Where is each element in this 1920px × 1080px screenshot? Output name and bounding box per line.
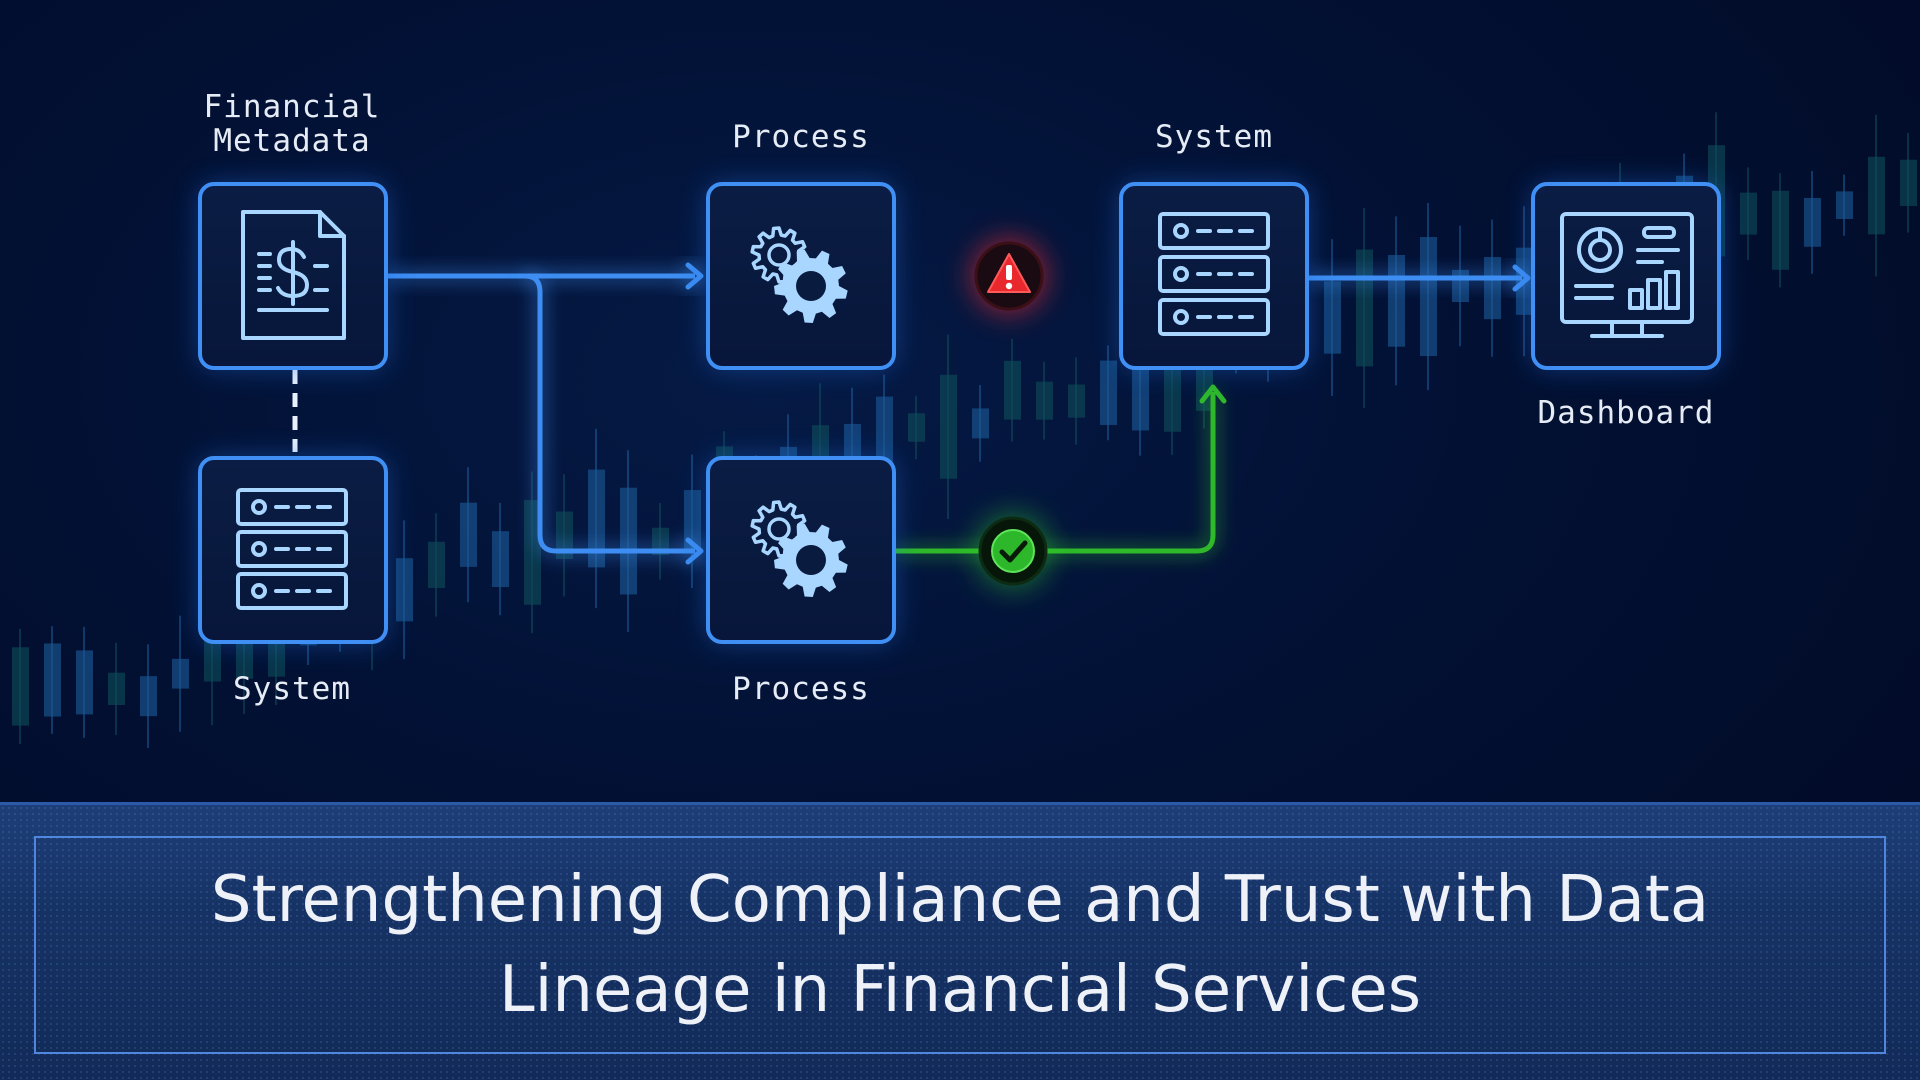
connector-metadata-to-process-bottom bbox=[524, 273, 704, 565]
candle-body bbox=[1804, 197, 1821, 247]
gears-icon bbox=[750, 500, 848, 597]
gears-icon bbox=[750, 226, 848, 323]
node-financial-metadata[interactable]: Financial Metadata bbox=[198, 89, 388, 370]
candle-body bbox=[1420, 237, 1437, 357]
candle-body bbox=[620, 487, 637, 595]
candle-body bbox=[652, 527, 669, 556]
title-frame: Strengthening Compliance and Trust with … bbox=[34, 836, 1886, 1054]
large-gear-hub bbox=[796, 545, 826, 575]
node-dashboard[interactable]: Dashboard bbox=[1531, 182, 1721, 431]
node-process-bottom[interactable]: Process bbox=[706, 456, 896, 707]
node-label-dashboard: Dashboard bbox=[1538, 395, 1715, 431]
warning-icon bbox=[987, 253, 1031, 293]
large-gear-hub bbox=[796, 271, 826, 301]
candle-body bbox=[1100, 360, 1117, 425]
candle-body bbox=[1004, 360, 1021, 420]
candle-body bbox=[492, 531, 509, 588]
candle-body bbox=[140, 676, 157, 717]
server-rack-icon bbox=[236, 488, 348, 610]
connector-metadata-to-process-top bbox=[388, 262, 704, 290]
node-label-process-bottom: Process bbox=[732, 671, 870, 707]
connectors bbox=[292, 238, 1531, 589]
candle-body bbox=[460, 502, 477, 567]
candle-body bbox=[428, 541, 445, 589]
candle-body bbox=[1324, 281, 1341, 354]
candle-body bbox=[1484, 257, 1501, 320]
candle-body bbox=[76, 650, 93, 715]
node-system-left[interactable]: System bbox=[198, 456, 388, 707]
node-label-system-left: System bbox=[233, 671, 351, 707]
candle-body bbox=[972, 408, 989, 439]
candle-body bbox=[1388, 254, 1405, 347]
candle-body bbox=[1868, 156, 1885, 235]
candle-body bbox=[940, 374, 957, 479]
dashboard-monitor-icon bbox=[1560, 212, 1694, 338]
financial-document-icon bbox=[241, 210, 346, 340]
candle-body bbox=[1356, 249, 1373, 367]
candle-body bbox=[1836, 191, 1853, 219]
connector-process-bottom-to-system-success bbox=[896, 384, 1227, 589]
candle-body bbox=[908, 413, 925, 442]
candle-body bbox=[44, 643, 61, 717]
candle-body bbox=[1068, 384, 1085, 418]
node-label-financial-metadata-line1: Financial bbox=[204, 89, 381, 125]
node-label-system-right: System bbox=[1155, 119, 1273, 155]
candle-body bbox=[1900, 159, 1917, 206]
candle-body bbox=[1772, 190, 1789, 270]
node-system-right[interactable]: System bbox=[1119, 119, 1309, 370]
connector-system-to-dashboard bbox=[1308, 264, 1531, 292]
candle-body bbox=[108, 672, 125, 705]
candle-body bbox=[12, 647, 29, 726]
small-gear-hub bbox=[767, 517, 791, 541]
candle-body bbox=[684, 490, 701, 553]
server-rack-icon bbox=[1158, 212, 1270, 336]
candle-body bbox=[396, 558, 413, 622]
connector-process-top-to-system-error bbox=[896, 238, 1118, 314]
candle-body bbox=[844, 423, 861, 464]
candle-body bbox=[524, 500, 541, 605]
candle-body bbox=[556, 511, 573, 560]
node-label-process-top: Process bbox=[732, 119, 870, 155]
slide-title: Strengthening Compliance and Trust with … bbox=[210, 863, 1710, 1027]
candle-body bbox=[588, 469, 605, 568]
candle-body bbox=[172, 658, 189, 689]
node-process-top[interactable]: Process bbox=[706, 119, 896, 370]
candle-body bbox=[1036, 381, 1053, 420]
checkmark-icon bbox=[991, 529, 1035, 573]
candle-body bbox=[1740, 192, 1757, 235]
node-label-financial-metadata-line2: Metadata bbox=[213, 123, 370, 159]
small-gear-hub bbox=[767, 243, 791, 267]
candle-body bbox=[1452, 269, 1469, 303]
title-banner: Strengthening Compliance and Trust with … bbox=[0, 802, 1920, 1080]
